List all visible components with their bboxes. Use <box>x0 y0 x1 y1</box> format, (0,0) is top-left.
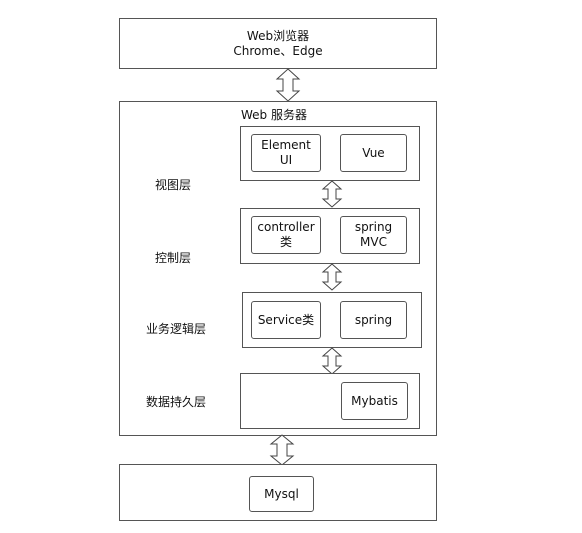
service-class-label: Service类 <box>257 312 315 327</box>
element-ui-box: Element UI <box>251 134 321 172</box>
server-database-double-arrow <box>269 434 295 466</box>
control-logic-double-arrow <box>321 263 343 291</box>
spring-mvc-line1: spring <box>354 220 393 234</box>
controller-line1: controller <box>257 220 315 234</box>
web-browser-box: Web浏览器 Chrome、Edge <box>119 18 437 69</box>
controller-line2: 类 <box>279 235 292 249</box>
spring-mvc-box: spring MVC <box>340 216 407 254</box>
mysql-box: Mysql <box>249 476 314 512</box>
mysql-label: Mysql <box>264 486 299 501</box>
logic-layer-label: 业务逻辑层 <box>146 322 207 336</box>
data-layer-label: 数据持久层 <box>146 395 207 409</box>
element-ui-line1: Element <box>261 138 311 152</box>
service-class-box: Service类 <box>251 301 321 339</box>
logic-data-double-arrow <box>321 347 343 375</box>
vue-box: Vue <box>340 134 407 172</box>
spring-box: spring <box>340 301 407 339</box>
web-browser-subtitle: Chrome、Edge <box>233 44 323 58</box>
spring-label: spring <box>354 312 393 327</box>
controller-class-box: controller 类 <box>251 216 321 254</box>
browser-server-double-arrow <box>275 68 301 102</box>
view-layer-label: 视图层 <box>155 178 192 192</box>
web-browser-title: Web浏览器 <box>246 29 310 43</box>
web-server-title: Web 服务器 <box>241 108 307 122</box>
mybatis-box: Mybatis <box>341 382 408 420</box>
vue-label: Vue <box>362 145 385 160</box>
mybatis-label: Mybatis <box>351 393 398 408</box>
control-layer-label: 控制层 <box>155 251 192 265</box>
spring-mvc-line2: MVC <box>360 235 387 249</box>
view-control-double-arrow <box>321 180 343 208</box>
element-ui-line2: UI <box>279 153 293 167</box>
